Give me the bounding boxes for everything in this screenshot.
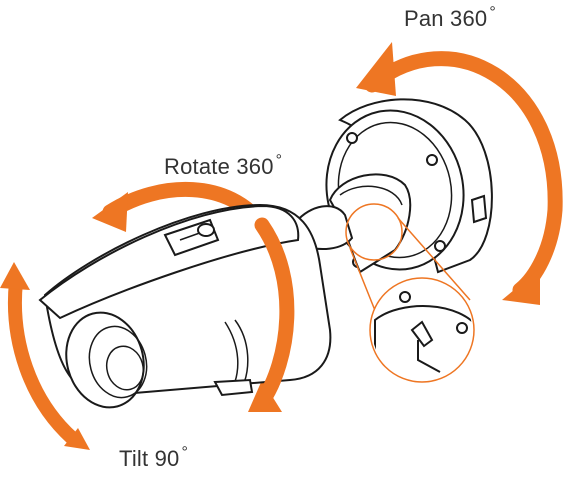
tilt-label-text: Tilt 90 [119,446,180,471]
rotate-degree-mark: ° [275,152,283,169]
bullet-camera-icon [38,203,354,409]
pan-label: Pan 360° [404,4,496,32]
wall-mount [325,98,493,274]
pan-arrow-icon [356,42,563,305]
rotate-label: Rotate 360° [164,152,282,180]
rotate-arrow-front [254,217,295,410]
pan-degree-mark: ° [489,4,496,21]
rotate-label-text: Rotate 360 [164,154,274,179]
tilt-degree-mark: ° [181,444,189,461]
tilt-arrow-icon [0,262,90,450]
detail-magnifier-icon [345,203,475,383]
tilt-label: Tilt 90° [119,444,188,472]
pan-label-text: Pan 360 [404,6,488,31]
